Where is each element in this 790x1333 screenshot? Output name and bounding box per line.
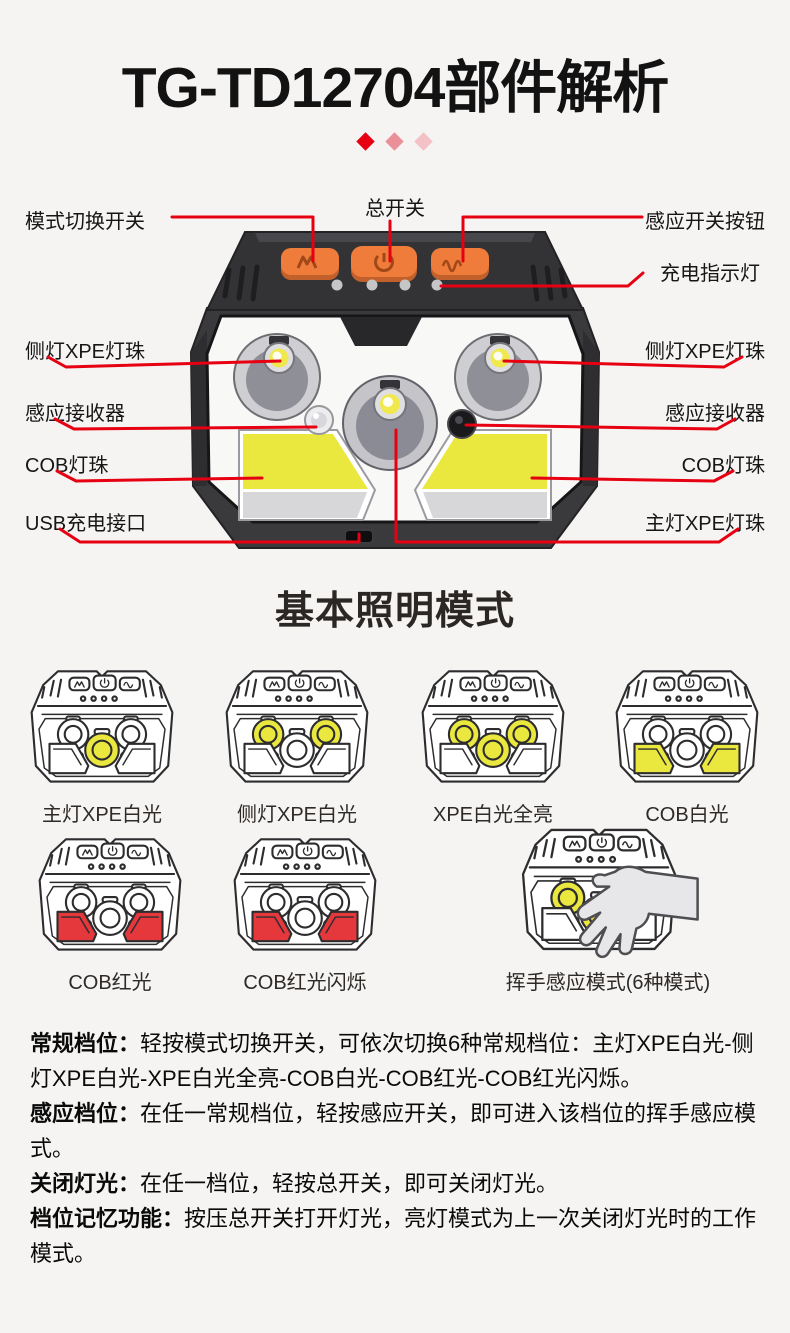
icon-side-led-left — [64, 886, 98, 919]
icon-side-led-left — [259, 886, 293, 919]
instruction-paragraph: 档位记忆功能：按压总开关打开灯光，亮灯模式为上一次关闭灯光时的工作模式。 — [30, 1201, 762, 1271]
mode-label: COB红光 — [68, 972, 152, 994]
lamp-mode-icon — [225, 670, 369, 783]
diamond-icon — [414, 132, 433, 151]
headlamp-illustration — [189, 231, 601, 549]
icon-side-led-left — [251, 718, 285, 751]
label-cob-right: COB灯珠 — [681, 455, 765, 477]
icon-cob-right — [317, 910, 359, 943]
side-led-right — [454, 333, 542, 421]
mode-label: 挥手感应模式(6种模式) — [505, 972, 711, 994]
label-side-led-left: 侧灯XPE灯珠 — [25, 341, 146, 363]
instruction-text: 在任一档位，轻按总开关，即可关闭灯光。 — [140, 1171, 559, 1196]
mode-item: COB红光 — [30, 832, 190, 995]
label-sensor-button: 感应开关按钮 — [645, 211, 765, 233]
lamp-mode-icon — [233, 838, 377, 951]
instruction-lead: 常规档位： — [30, 1031, 141, 1056]
lamp-mode-icon — [30, 670, 174, 783]
icon-main-led — [475, 732, 511, 768]
side-led-left — [233, 333, 321, 421]
instruction-text: 在任一常规档位，轻按感应开关，即可进入该档位的挥手感应模式。 — [30, 1101, 757, 1161]
icon-side-led-right — [317, 886, 351, 919]
instruction-text: 按压总开关打开灯光，亮灯模式为上一次关闭灯光时的工作模式。 — [30, 1206, 757, 1266]
icon-cob-left — [633, 742, 675, 775]
main-led — [342, 375, 438, 471]
icon-cob-left — [243, 742, 285, 775]
label-sensor-right: 感应接收器 — [665, 403, 765, 425]
mode-label: 主灯XPE白光 — [41, 804, 163, 826]
lamp-mode-icon — [38, 838, 182, 951]
modes-grid: 主灯XPE白光 — [0, 650, 790, 1010]
icon-cob-left — [251, 910, 293, 943]
icon-cob-right — [122, 910, 164, 943]
sensor-button-icon — [431, 248, 489, 280]
charge-indicator-dots — [331, 279, 443, 291]
icon-cob-left — [48, 742, 90, 775]
icon-side-led-right — [114, 718, 148, 751]
instruction-paragraph: 常规档位：轻按模式切换开关，可依次切换6种常规档位：主灯XPE白光-侧灯XPE白… — [30, 1026, 762, 1096]
lamp-mode-icon — [615, 670, 759, 783]
label-side-led-right: 侧灯XPE灯珠 — [644, 341, 765, 363]
icon-main-led — [669, 732, 705, 768]
waving-hand-icon — [576, 865, 699, 959]
power-button-icon — [351, 246, 417, 282]
mode-label: 侧灯XPE白光 — [236, 804, 358, 826]
usb-port — [344, 529, 374, 544]
instruction-lead: 感应档位： — [30, 1101, 141, 1126]
label-charge-indicator: 充电指示灯 — [660, 263, 760, 285]
icon-cob-right — [114, 742, 156, 775]
icon-cob-right — [309, 742, 351, 775]
label-mode-switch: 模式切换开关 — [25, 211, 145, 233]
instruction-text: 轻按模式切换开关，可依次切换6种常规档位：主灯XPE白光-侧灯XPE白光-XPE… — [30, 1031, 754, 1091]
sensor-receiver-left — [304, 405, 334, 435]
diamond-icon — [385, 132, 404, 151]
label-sensor-left: 感应接收器 — [25, 403, 125, 425]
diamond-divider-icon — [0, 132, 790, 153]
section-title: 基本照明模式 — [274, 590, 515, 633]
mode-label: COB红光闪烁 — [243, 972, 367, 994]
mode-label: COB白光 — [645, 804, 729, 826]
mode-item: 侧灯XPE白光 — [218, 664, 376, 827]
mode-label: XPE白光全亮 — [432, 804, 554, 826]
mode-item: COB白光 — [608, 664, 766, 827]
instruction-lead: 档位记忆功能： — [30, 1206, 185, 1231]
instruction-lead: 关闭灯光： — [30, 1171, 141, 1196]
icon-main-led — [92, 900, 128, 936]
label-cob-left: COB灯珠 — [25, 455, 109, 477]
page-title: TG-TD12704部件解析 — [121, 56, 670, 120]
mode-item: XPE白光全亮 — [414, 664, 572, 827]
lamp-mode-icon — [421, 670, 565, 783]
mode-switch-button-icon — [281, 248, 339, 280]
icon-cob-right — [699, 742, 741, 775]
icon-side-led-right — [309, 718, 343, 751]
instructions: 常规档位：轻按模式切换开关，可依次切换6种常规档位：主灯XPE白光-侧灯XPE白… — [30, 1026, 762, 1271]
icon-side-led-right — [505, 718, 539, 751]
icon-main-led — [84, 732, 120, 768]
mode-item: 挥手感应模式(6种模式) — [500, 822, 716, 995]
lamp-mode-icon — [521, 828, 699, 959]
instruction-paragraph: 关闭灯光：在任一档位，轻按总开关，即可关闭灯光。 — [30, 1166, 762, 1201]
mode-item: COB红光闪烁 — [225, 832, 385, 995]
icon-main-led — [287, 900, 323, 936]
label-main-led: 主灯XPE灯珠 — [644, 513, 765, 535]
sensor-receiver-right — [447, 409, 477, 439]
instruction-paragraph: 感应档位：在任一常规档位，轻按感应开关，即可进入该档位的挥手感应模式。 — [30, 1096, 762, 1166]
mode-item: 主灯XPE白光 — [23, 664, 181, 827]
icon-cob-right — [505, 742, 547, 775]
label-usb-port: USB充电接口 — [25, 513, 147, 535]
label-main-switch: 总开关 — [365, 198, 425, 220]
icon-cob-left — [56, 910, 98, 943]
icon-cob-left — [439, 742, 481, 775]
icon-main-led — [279, 732, 315, 768]
diamond-icon — [356, 132, 375, 151]
